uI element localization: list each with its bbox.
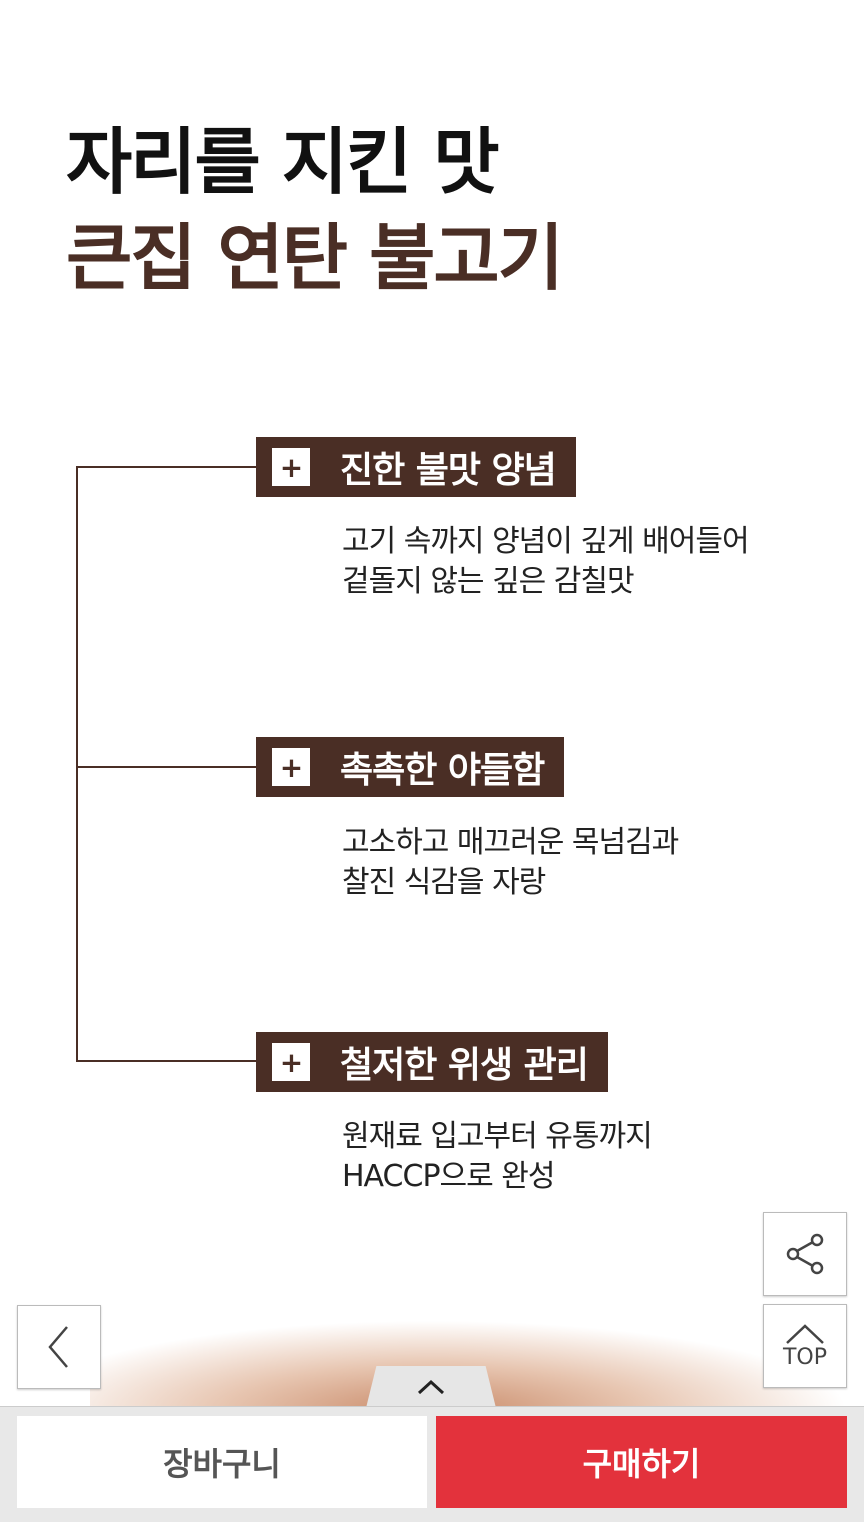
cart-button[interactable]: 장바구니 [17, 1416, 427, 1508]
plus-icon: + [272, 1043, 310, 1081]
plus-icon: + [272, 748, 310, 786]
plus-icon: + [272, 448, 310, 486]
top-label: TOP [782, 1344, 828, 1370]
headline-line1: 자리를 지킨 맛 [66, 120, 500, 204]
expand-handle[interactable] [366, 1366, 496, 1408]
feature-title: 촉촉한 야들함 [340, 750, 545, 791]
desc-line: HACCP으로 완성 [342, 1159, 555, 1194]
chevron-up-icon [786, 1323, 824, 1344]
back-button[interactable] [17, 1305, 101, 1389]
feature-tag: + 진한 불맛 양념 [256, 437, 576, 497]
tree-line [76, 466, 78, 1062]
feature-title: 철저한 위생 관리 [340, 1045, 589, 1086]
feature-tag: + 촉촉한 야들함 [256, 737, 565, 797]
chevron-up-icon [417, 1379, 445, 1395]
chevron-left-icon [48, 1326, 68, 1368]
tree-branch [76, 466, 258, 468]
feature-tag: + 철저한 위생 관리 [256, 1032, 608, 1092]
share-icon [786, 1233, 824, 1275]
share-button[interactable] [763, 1212, 847, 1296]
buy-button[interactable]: 구매하기 [436, 1416, 847, 1508]
desc-line: 고소하고 매끄러운 목넘김과 [342, 825, 679, 860]
headline-line2: 큰집 연탄 불고기 [66, 216, 564, 300]
desc-line: 찰진 식감을 자랑 [342, 865, 546, 900]
desc-line: 겉돌지 않는 깊은 감칠맛 [342, 564, 635, 599]
desc-line: 고기 속까지 양념이 깊게 배어들어 [342, 524, 750, 559]
feature-title: 진한 불맛 양념 [340, 450, 557, 491]
tree-branch [76, 1060, 258, 1062]
tree-branch [76, 766, 258, 768]
desc-line: 원재료 입고부터 유통까지 [342, 1119, 653, 1154]
top-button[interactable]: TOP [763, 1304, 847, 1388]
feature-desc: 원재료 입고부터 유통까지 HACCP으로 완성 [342, 1117, 653, 1197]
